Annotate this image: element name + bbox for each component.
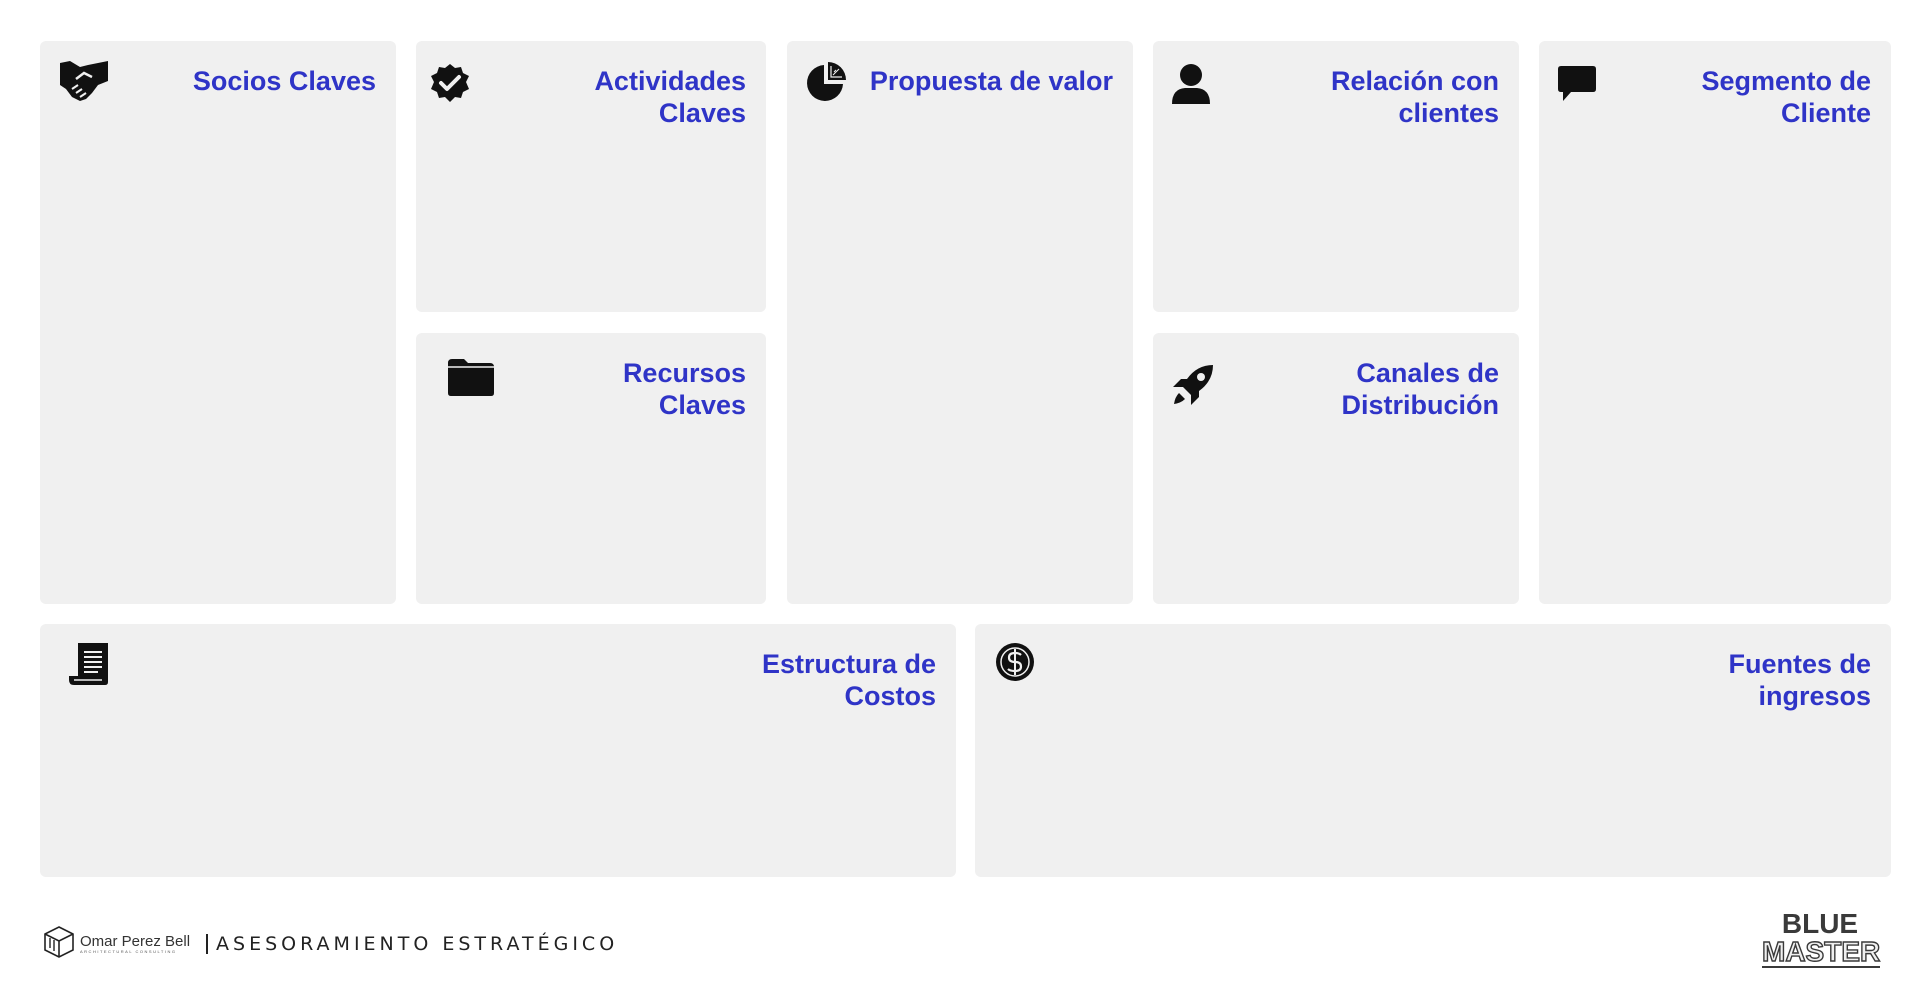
blue-master-logo: BLUE MASTER xyxy=(1761,908,1881,968)
card-title: Relación con clientes xyxy=(1330,66,1499,128)
handshake-icon xyxy=(58,59,110,103)
badge-check-icon xyxy=(430,63,470,103)
card-relacion-con-clientes: Relación con clientes xyxy=(1153,41,1519,312)
card-title: Segmento de Cliente xyxy=(1701,66,1871,128)
pie-chart-icon xyxy=(805,61,847,103)
card-actividades-claves: Actividades Claves xyxy=(416,41,766,312)
card-title: Socios Claves xyxy=(192,66,376,96)
card-title: Fuentes de ingresos xyxy=(1728,649,1871,711)
card-title: Propuesta de valor xyxy=(869,66,1113,96)
card-title: Recursos Claves xyxy=(622,358,746,420)
card-fuentes-de-ingresos: Fuentes de ingresos xyxy=(975,624,1891,877)
card-segmento-de-cliente: Segmento de Cliente xyxy=(1539,41,1891,604)
divider xyxy=(206,934,209,954)
card-propuesta-de-valor: Propuesta de valor xyxy=(787,41,1133,604)
user-icon xyxy=(1171,63,1211,105)
folder-icon xyxy=(446,357,496,397)
card-socios-claves: Socios Claves xyxy=(40,41,396,604)
cube-logo-icon xyxy=(44,925,74,963)
card-title: Canales de Distribución xyxy=(1341,358,1499,420)
receipt-scroll-icon xyxy=(68,642,110,686)
card-recursos-claves: Recursos Claves xyxy=(416,333,766,604)
dollar-coin-icon xyxy=(995,642,1035,682)
brand-block: Omar Perez Bell ARCHITECTURAL CONSULTING xyxy=(74,934,190,954)
card-estructura-de-costos: Estructura de Costos xyxy=(40,624,956,877)
brand-name: Omar Perez Bell xyxy=(80,933,191,950)
logo-top-text: BLUE xyxy=(1781,908,1859,939)
footer-branding: Omar Perez Bell ARCHITECTURAL CONSULTING… xyxy=(44,925,619,963)
chat-bubble-icon xyxy=(1557,65,1597,103)
card-title: Actividades Claves xyxy=(594,66,746,128)
tagline: ASESORAMIENTO ESTRATÉGICO xyxy=(216,933,619,955)
brand-subtitle: ARCHITECTURAL CONSULTING xyxy=(80,949,177,954)
card-canales-de-distribucion: Canales de Distribución xyxy=(1153,333,1519,604)
rocket-icon xyxy=(1171,363,1215,407)
card-title: Estructura de Costos xyxy=(761,649,936,711)
logo-bottom-text: MASTER xyxy=(1761,936,1881,968)
